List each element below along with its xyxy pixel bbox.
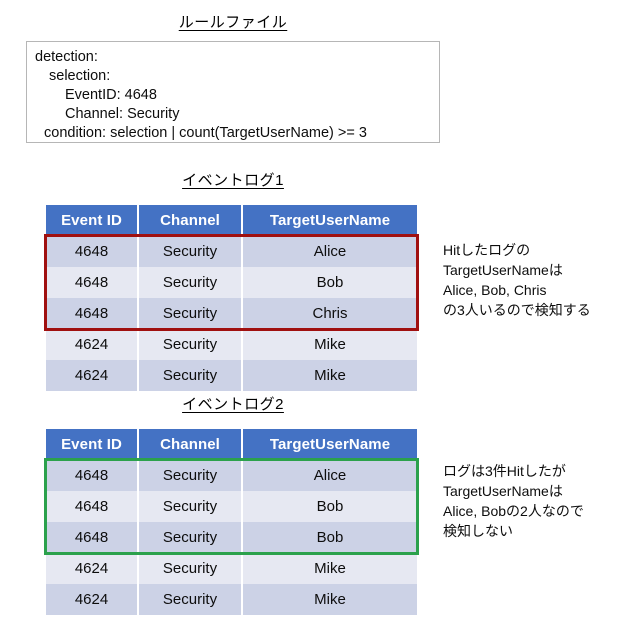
- event-log-2-table: Event ID Channel TargetUserName 4648 Sec…: [46, 429, 417, 615]
- cell-event-id: 4624: [46, 329, 139, 360]
- cell-target-user-name: Alice: [243, 460, 417, 491]
- rule-line-selection: selection:: [49, 68, 111, 84]
- cell-target-user-name: Mike: [243, 584, 417, 615]
- cell-target-user-name: Bob: [243, 522, 417, 553]
- cell-channel: Security: [139, 491, 243, 522]
- table-header-row: Event ID Channel TargetUserName: [46, 429, 417, 460]
- event-log-1-annotation: Hitしたログの TargetUserNameは Alice, Bob, Chr…: [443, 240, 643, 320]
- rule-file-box: detection: selection: EventID: 4648 Chan…: [26, 41, 440, 143]
- annotation-line: 検知しない: [443, 523, 513, 539]
- table-row: 4648 Security Chris: [46, 298, 417, 329]
- cell-target-user-name: Mike: [243, 329, 417, 360]
- cell-event-id: 4624: [46, 553, 139, 584]
- rule-line-eventid: EventID: 4648: [65, 87, 157, 103]
- cell-target-user-name: Bob: [243, 491, 417, 522]
- annotation-line: TargetUserNameは: [443, 483, 563, 499]
- column-header-channel: Channel: [139, 205, 243, 236]
- table-row: 4624 Security Mike: [46, 553, 417, 584]
- cell-channel: Security: [139, 584, 243, 615]
- table-row: 4648 Security Alice: [46, 460, 417, 491]
- annotation-line: TargetUserNameは: [443, 262, 563, 278]
- event-log-1-table: Event ID Channel TargetUserName 4648 Sec…: [46, 205, 417, 391]
- table-row: 4648 Security Bob: [46, 491, 417, 522]
- cell-target-user-name: Alice: [243, 236, 417, 267]
- cell-event-id: 4648: [46, 460, 139, 491]
- table-header-row: Event ID Channel TargetUserName: [46, 205, 417, 236]
- cell-event-id: 4648: [46, 236, 139, 267]
- cell-channel: Security: [139, 298, 243, 329]
- cell-target-user-name: Chris: [243, 298, 417, 329]
- annotation-line: Alice, Bob, Chris: [443, 282, 547, 298]
- rule-file-title: ルールファイル: [178, 14, 288, 31]
- rule-line-condition: condition: selection | count(TargetUserN…: [44, 125, 367, 141]
- table-row: 4648 Security Bob: [46, 267, 417, 298]
- cell-event-id: 4648: [46, 491, 139, 522]
- cell-channel: Security: [139, 360, 243, 391]
- event-log-1-title: イベントログ1: [182, 172, 284, 189]
- cell-event-id: 4648: [46, 267, 139, 298]
- cell-channel: Security: [139, 522, 243, 553]
- event-log-2-title: イベントログ2: [182, 396, 284, 413]
- cell-target-user-name: Bob: [243, 267, 417, 298]
- rule-line-detection: detection:: [35, 49, 98, 65]
- rule-line-channel: Channel: Security: [65, 106, 180, 122]
- annotation-line: Alice, Bobの2人なので: [443, 503, 584, 519]
- table-row: 4624 Security Mike: [46, 360, 417, 391]
- cell-event-id: 4648: [46, 522, 139, 553]
- annotation-line: の3人いるので検知する: [443, 302, 591, 318]
- table-row: 4648 Security Alice: [46, 236, 417, 267]
- cell-channel: Security: [139, 553, 243, 584]
- cell-event-id: 4648: [46, 298, 139, 329]
- table-row: 4624 Security Mike: [46, 584, 417, 615]
- cell-event-id: 4624: [46, 360, 139, 391]
- table-row: 4624 Security Mike: [46, 329, 417, 360]
- table-row: 4648 Security Bob: [46, 522, 417, 553]
- cell-event-id: 4624: [46, 584, 139, 615]
- annotation-line: Hitしたログの: [443, 242, 531, 258]
- cell-channel: Security: [139, 236, 243, 267]
- column-header-target-user-name: TargetUserName: [243, 205, 417, 236]
- cell-channel: Security: [139, 267, 243, 298]
- cell-target-user-name: Mike: [243, 553, 417, 584]
- column-header-event-id: Event ID: [46, 429, 139, 460]
- column-header-channel: Channel: [139, 429, 243, 460]
- column-header-target-user-name: TargetUserName: [243, 429, 417, 460]
- cell-target-user-name: Mike: [243, 360, 417, 391]
- column-header-event-id: Event ID: [46, 205, 139, 236]
- cell-channel: Security: [139, 460, 243, 491]
- event-log-2-annotation: ログは3件Hitしたが TargetUserNameは Alice, Bobの2…: [443, 461, 643, 541]
- cell-channel: Security: [139, 329, 243, 360]
- annotation-line: ログは3件Hitしたが: [443, 463, 566, 479]
